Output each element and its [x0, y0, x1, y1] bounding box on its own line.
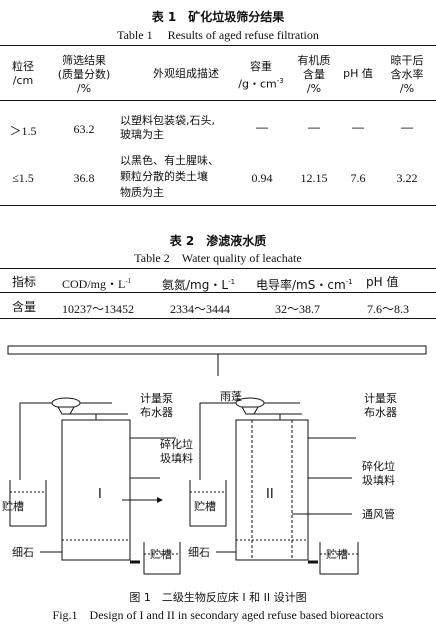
table2-row-conductivity: 32～38.7	[275, 302, 321, 316]
table1-caption-en: Table 1 Results of aged refuse filtratio…	[117, 28, 319, 42]
table2-header-ph: pH 值	[366, 275, 399, 289]
label-distributor-right: 布水器	[364, 406, 397, 419]
table2-top-rule	[0, 268, 436, 269]
label-fill-left-2: 圾填料	[160, 451, 193, 465]
label-distributor-left: 布水器	[140, 406, 173, 419]
label-fill-left-1: 碎化垃	[160, 437, 193, 451]
table1-row1-ph: —	[352, 120, 364, 134]
table1-row1-screening: 63.2	[73, 122, 95, 136]
right-pump-body	[241, 406, 259, 415]
table2-header-index: 指标	[12, 275, 37, 289]
table2-row-cod: 10237～13452	[62, 302, 135, 316]
label-pump-left: 计量泵	[140, 392, 173, 405]
table1-header-bulk-density: 容重 /g・cm-3	[238, 60, 284, 91]
table1-top-rule	[0, 45, 436, 46]
label-tank-bottom-left: 贮槽	[150, 548, 172, 561]
table1-header-moisture: 晾干后含水率/%	[390, 54, 424, 95]
table1-header-appearance: 外观组成描述	[153, 67, 219, 80]
table1-row1-appearance: 以塑料包装袋,石头,玻璃为主	[120, 114, 215, 141]
table1-row1-organic: —	[308, 120, 320, 134]
label-reactor-ii: II	[266, 487, 274, 502]
label-vent-pipe: 通风管	[362, 507, 395, 521]
table1-header-ph: pH 值	[343, 67, 373, 80]
canopy-roof	[7, 345, 427, 355]
table2-row-ammonia: 2334～3444	[170, 302, 231, 316]
table1-header-screening: 筛选结果(质量分数)/%	[57, 54, 111, 95]
bioreactor-diagram: 雨蓬 计量泵 布水器 碎化垃 圾填料 贮槽 贮槽 细石 I 计量泵 布水器 碎化…	[2, 345, 427, 575]
table1-header-organic: 有机质含量/%	[297, 54, 331, 95]
table2-header-conductivity: 电导率/mS・cm-1	[256, 278, 353, 292]
label-tank-bottom-right: 贮槽	[326, 548, 348, 561]
right-feed-pipe	[199, 402, 236, 480]
figure1-caption-cn: 图 1 二级生物反应床 I 和 II 设计图	[129, 591, 307, 604]
table2-caption-en: Table 2 Water quality of leachate	[134, 251, 302, 265]
table1-row1-bulk-density: —	[256, 120, 268, 134]
table2-row-ph: 7.6～8.3	[367, 302, 410, 316]
label-reactor-i: I	[98, 487, 102, 502]
table1-row1-moisture: —	[401, 120, 413, 134]
table1-bottom-rule	[0, 205, 436, 206]
left-reactor-body	[61, 419, 131, 561]
label-gravel-left: 细石	[12, 546, 34, 559]
left-pump-body	[57, 406, 75, 415]
table1-header-particle: 粒径/cm	[12, 60, 34, 87]
table2-header-cod: COD/mg・L-1	[62, 277, 132, 291]
table1-header-rule	[0, 100, 436, 101]
right-bottom-tank	[319, 542, 359, 575]
label-fill-right-1: 碎化垃	[362, 459, 395, 473]
table1-row1-particle: ＞1.5	[9, 124, 37, 138]
table2-header-rule	[0, 292, 436, 293]
table2-bottom-rule	[0, 318, 436, 319]
table1-row2-organic: 12.15	[300, 171, 328, 185]
table2-caption-cn: 表 2 渗滤液水质	[169, 234, 267, 248]
right-reactor-body	[235, 419, 309, 561]
label-tank-right: 贮槽	[194, 500, 216, 513]
table2-header-ammonia: 氨氮/mg・L-1	[162, 278, 236, 292]
label-fill-right-2: 圾填料	[362, 473, 395, 487]
left-feed-pipe	[19, 402, 52, 480]
label-tank-left: 贮槽	[2, 500, 24, 513]
figure1-caption-en: Fig.1 Design of I and II in secondary ag…	[52, 608, 384, 622]
table2-row-index: 含量	[12, 300, 37, 314]
label-canopy: 雨蓬	[220, 390, 242, 403]
table1-caption-cn: 表 1 矿化垃圾筛分结果	[151, 10, 285, 24]
table1-row2-ph: 7.6	[350, 171, 366, 185]
table1-row2-appearance: 以黑色、有土腥味、颗粒分散的类土壤物质为主	[120, 154, 219, 199]
left-bottom-tank	[143, 542, 181, 575]
table1-row2-bulk-density: 0.94	[251, 171, 273, 185]
table1-row2-screening: 36.8	[73, 171, 95, 185]
label-gravel-right: 细石	[188, 546, 210, 559]
table1-row2-particle: ≤1.5	[12, 171, 34, 185]
table1-row2-moisture: 3.22	[396, 171, 418, 185]
label-pump-right: 计量泵	[364, 392, 397, 405]
